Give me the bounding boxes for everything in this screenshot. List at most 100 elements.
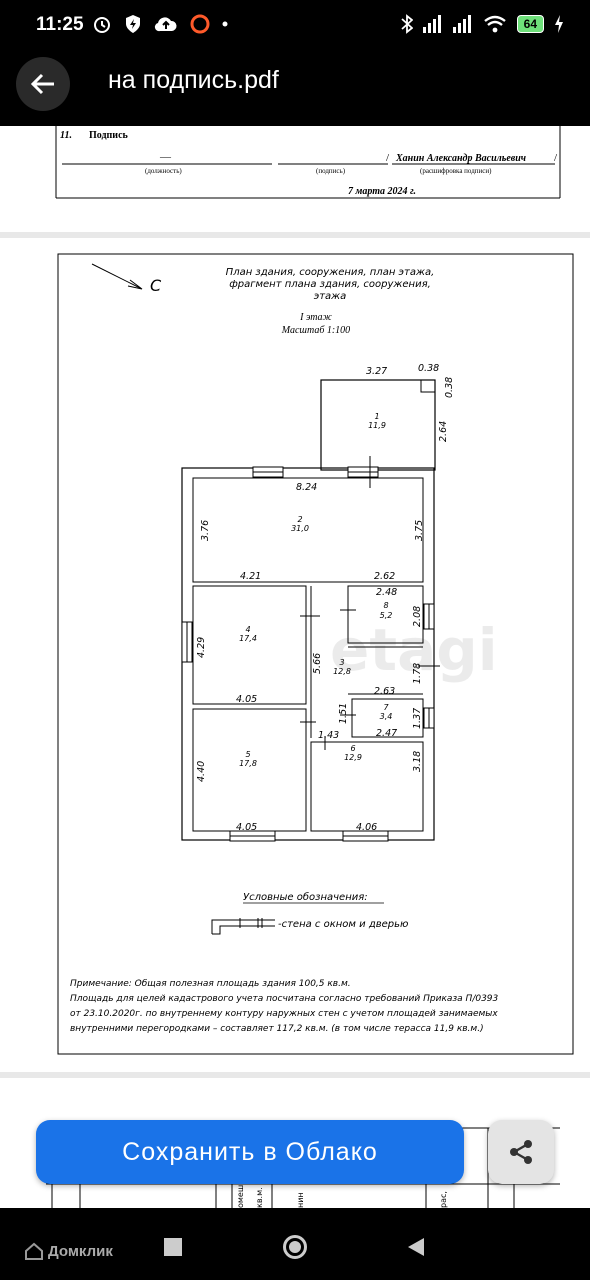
- note-line-2: Площадь для целей кадастрового учета пос…: [70, 994, 499, 1004]
- share-button[interactable]: [488, 1120, 554, 1184]
- signal-icon: [422, 15, 441, 33]
- table-col-1: омеш: [236, 1185, 245, 1208]
- battery-indicator: 64: [516, 15, 544, 33]
- domclick-label: Домклик: [48, 1242, 113, 1260]
- dim-566: 5.66: [312, 653, 323, 674]
- north-arrow: [91, 263, 141, 289]
- room-3-area: 12,8: [333, 667, 351, 676]
- signer-name: Ханин Александр Васильевич: [395, 153, 526, 164]
- dim-405b: 4.05: [236, 822, 257, 833]
- document-title: на подпись.pdf: [108, 66, 279, 94]
- share-icon: [510, 1140, 532, 1164]
- signal-icon-2: [452, 15, 471, 33]
- room-6-area: 12,9: [344, 753, 362, 762]
- room-5-outline: [192, 708, 307, 832]
- status-time: 11:25: [36, 14, 84, 35]
- position-dash: —: [159, 151, 172, 163]
- home-logo-icon: [25, 1242, 43, 1260]
- dim-178: 1.78: [412, 663, 423, 684]
- room-7-num: 7: [383, 703, 389, 712]
- dim-263: 2.63: [374, 686, 395, 697]
- room-1-area: 11,9: [368, 421, 386, 430]
- dim-248: 2.48: [376, 587, 397, 598]
- caption-decoding: (расшифровка подписи): [420, 167, 492, 175]
- dim-038b: 0.38: [444, 377, 455, 398]
- pdf-page-2: С План здания, сооружения, план этажа, ф…: [0, 238, 590, 1072]
- dim-318: 3.18: [412, 751, 423, 772]
- status-bar: 11:25 64: [0, 0, 590, 52]
- dim-405a: 4.05: [236, 694, 257, 705]
- dim-262: 2.62: [374, 571, 395, 582]
- room-6-outline: [310, 741, 424, 832]
- dim-376: 3.76: [200, 520, 211, 541]
- plan-title-3: этажа: [314, 291, 347, 302]
- dim-327: 3.27: [366, 366, 387, 377]
- slash-2: /: [554, 152, 558, 164]
- plan-title-2: фрагмент плана здания, сооружения,: [229, 279, 431, 290]
- dim-151: 1.51: [338, 703, 349, 724]
- room-7-area: 3,4: [380, 712, 393, 721]
- recents-button[interactable]: [164, 1238, 182, 1256]
- note-line-1: Примечание: Общая полезная площадь здани…: [70, 979, 351, 989]
- slash-1: /: [386, 152, 390, 164]
- pdf-page-1: 11. Подпись — / Ханин Александр Васильев…: [0, 126, 590, 232]
- navigation-bar: Домклик: [0, 1208, 590, 1280]
- room-2-area: 31,0: [291, 524, 309, 533]
- back-button[interactable]: [16, 57, 70, 111]
- doors: [300, 456, 440, 750]
- room-1-num: 1: [374, 412, 379, 421]
- floor-label: I этаж: [299, 312, 332, 323]
- dim-421: 4.21: [240, 571, 261, 582]
- dim-038a: 0.38: [418, 363, 439, 374]
- windows: [181, 466, 435, 842]
- home-dot: [289, 1241, 301, 1253]
- plan-title-1: План здания, сооружения, план этажа,: [226, 267, 435, 278]
- room-7-outline: [351, 698, 424, 738]
- dim-824: 8.24: [296, 482, 317, 493]
- scale-label: Масштаб 1:100: [281, 325, 350, 336]
- signature-date: 7 марта 2024 г.: [348, 186, 416, 197]
- wifi-icon: [483, 15, 506, 33]
- dim-429: 4.29: [196, 637, 207, 658]
- dim-264: 2.64: [438, 421, 449, 442]
- app-bar: на подпись.pdf: [0, 52, 590, 126]
- legend-wall-symbol: [211, 918, 275, 935]
- table-col-2: кв.м.: [255, 1187, 264, 1208]
- legend-item: -стена с окном и дверью: [278, 919, 408, 930]
- shield-bolt-icon: [126, 15, 140, 33]
- room-5-area: 17,8: [239, 759, 257, 768]
- dim-406: 4.06: [356, 822, 377, 833]
- domclick-watermark: Домклик: [24, 1242, 113, 1260]
- room-4-area: 17,4: [239, 634, 257, 643]
- dim-143: 1.43: [318, 730, 339, 741]
- room-2-num: 2: [297, 515, 302, 524]
- more-dot-icon: [222, 21, 228, 27]
- note-line-4: внутренними перегородками – составляет 1…: [70, 1024, 484, 1034]
- legend-title: Условные обозначения:: [243, 891, 368, 903]
- plan-frame: [57, 253, 574, 1055]
- room-8-area: 5,2: [380, 611, 393, 620]
- room-3-num: 3: [339, 658, 344, 667]
- record-icon: [190, 14, 210, 34]
- table-col-4: рас,: [439, 1191, 448, 1208]
- caption-signature: (подпись): [316, 167, 346, 175]
- north-label: С: [150, 276, 162, 295]
- room-8-outline: [347, 585, 424, 644]
- etagi-watermark: etagi: [330, 616, 498, 684]
- dim-208: 2.08: [412, 606, 423, 627]
- dim-247: 2.47: [376, 728, 397, 739]
- dim-137: 1.37: [412, 708, 423, 729]
- room-6-num: 6: [350, 744, 355, 753]
- signature-section-number: 11.: [60, 130, 72, 141]
- cloud-upload-icon: [154, 17, 177, 32]
- nav-back-button[interactable]: [404, 1236, 426, 1258]
- save-to-cloud-button[interactable]: Сохранить в Облако: [36, 1120, 464, 1184]
- note-line-3: от 23.10.2020г. по внутреннему контуру н…: [70, 1009, 498, 1019]
- dim-375: 3.75: [414, 520, 425, 541]
- room-4-num: 4: [245, 625, 250, 634]
- room-5-num: 5: [245, 750, 250, 759]
- alarm-icon: [94, 17, 110, 33]
- home-button[interactable]: [283, 1235, 307, 1259]
- bluetooth-icon: [401, 14, 413, 34]
- arrow-left-icon: [30, 73, 54, 95]
